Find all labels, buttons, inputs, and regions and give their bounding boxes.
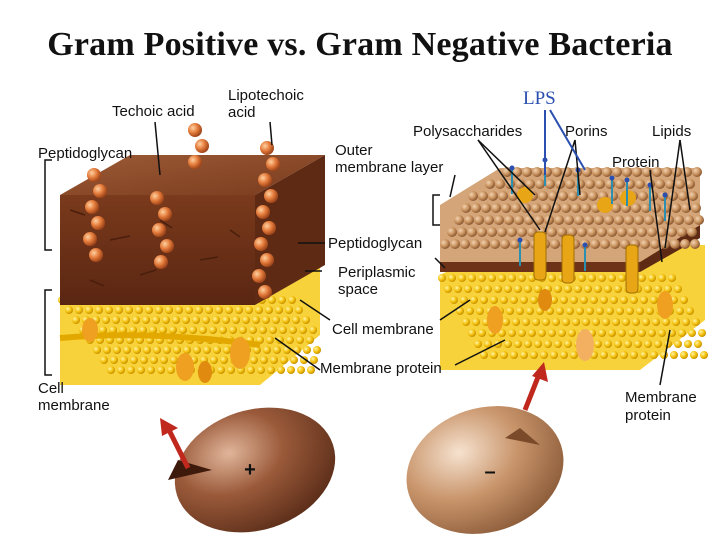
label-lipids: Lipids (652, 124, 691, 140)
teichoic-bead (87, 168, 101, 182)
teichoic-bead (188, 123, 202, 137)
label-periplasmic-space-line1: Periplasmic (338, 265, 416, 281)
lps-head (583, 243, 588, 248)
teichoic-bead (266, 157, 280, 171)
lps-head (610, 176, 615, 181)
label-cell-membrane-center: Cell membrane (332, 322, 434, 338)
lps-pointer (545, 110, 585, 175)
porin-protein (562, 235, 574, 283)
teichoic-bead (258, 173, 272, 187)
label-cell-membrane-positive-line1: Cell (38, 381, 64, 397)
label-peptidoglycan-center: Peptidoglycan (328, 236, 422, 252)
label-membrane-protein-negative-line2: protein (625, 408, 671, 424)
teichoic-bead (256, 205, 270, 219)
label-outer-membrane-line2: membrane layer (335, 160, 443, 176)
teichoic-bead (93, 184, 107, 198)
label-periplasmic-space-line2: space (338, 282, 378, 298)
teichoic-bead (258, 285, 272, 299)
label-polysaccharides: Polysaccharides (413, 124, 522, 140)
porin-top (597, 197, 613, 213)
label-protein: Protein (612, 155, 660, 171)
teichoic-bead (254, 237, 268, 251)
teichoic-bead (85, 200, 99, 214)
teichoic-bead (89, 248, 103, 262)
page-title: Gram Positive vs. Gram Negative Bacteria (0, 26, 720, 64)
lps-head (518, 238, 523, 243)
teichoic-bead (262, 221, 276, 235)
label-lps: LPS (523, 88, 556, 110)
teichoic-bead (160, 239, 174, 253)
teichoic-bead (158, 207, 172, 221)
teichoic-bead (252, 269, 266, 283)
positive-sign: + (244, 459, 256, 481)
teichoic-bead (195, 139, 209, 153)
teichoic-bead (91, 216, 105, 230)
teichoic-bead (150, 191, 164, 205)
label-membrane-protein-center: Membrane protein (320, 361, 442, 377)
lps-head (663, 193, 668, 198)
label-cell-membrane-positive-line2: membrane (38, 398, 110, 414)
teichoic-bead (260, 253, 274, 267)
teichoic-bead (154, 255, 168, 269)
label-peptidoglycan-positive: Peptidoglycan (38, 146, 132, 162)
teichoic-bead (264, 189, 278, 203)
label-membrane-protein-negative-line1: Membrane (625, 390, 697, 406)
teichoic-bead (188, 155, 202, 169)
label-lipoteichoic-acid-line1: Lipotechoic (228, 88, 304, 104)
negative-sign: – (484, 461, 495, 483)
label-outer-membrane-line1: Outer (335, 143, 373, 159)
arrow-positive (160, 418, 188, 468)
label-lipoteichoic-acid-line2: acid (228, 105, 256, 121)
teichoic-bead (83, 232, 97, 246)
porin-protein (534, 232, 546, 280)
label-teichoic-acid: Techoic acid (112, 104, 195, 120)
lps-head (625, 178, 630, 183)
label-porins: Porins (565, 124, 608, 140)
lps-head (510, 166, 515, 171)
teichoic-bead (152, 223, 166, 237)
porin-protein (626, 245, 638, 293)
